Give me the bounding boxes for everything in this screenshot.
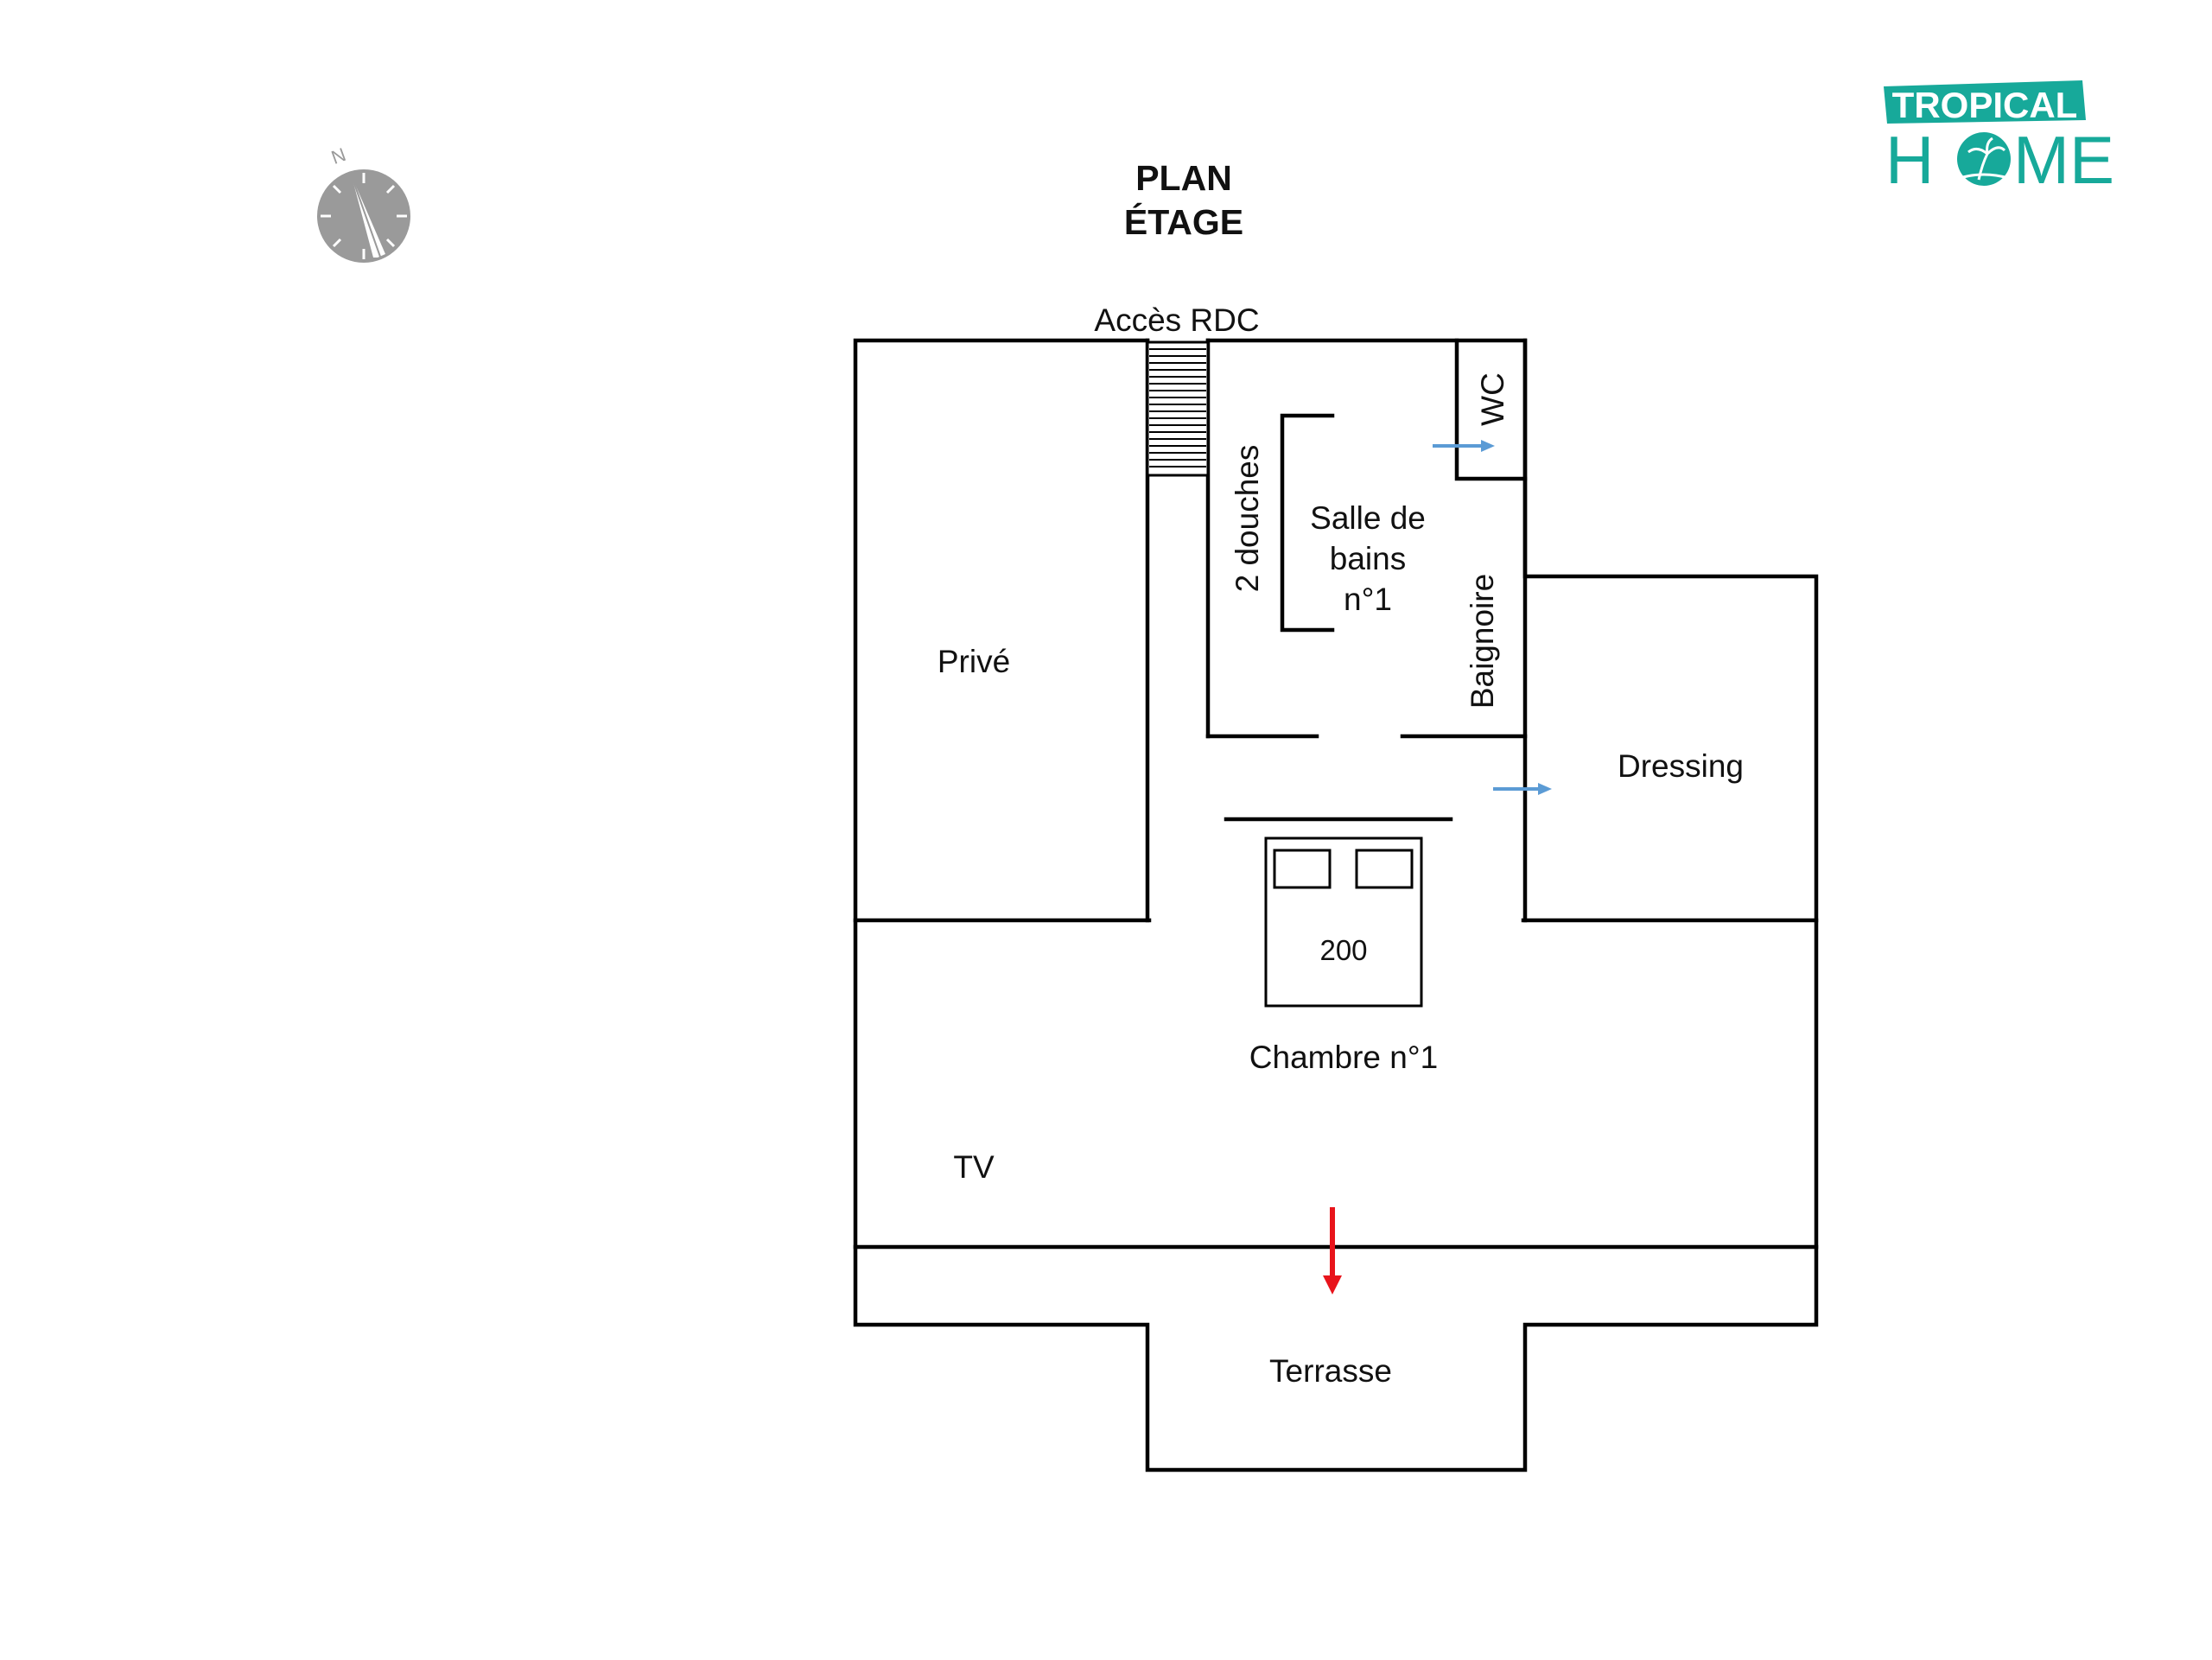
label-dressing: Dressing (1618, 748, 1744, 784)
tropical-home-logo: TROPICAL H ME (1884, 80, 2114, 198)
label-prive: Privé (938, 644, 1010, 679)
label-salle-de-bains-line3: n°1 (1344, 582, 1392, 617)
logo-word-tropical: TROPICAL (1892, 85, 2078, 125)
walls (853, 338, 1819, 1472)
compass-icon (317, 169, 410, 263)
label-terrasse: Terrasse (1269, 1353, 1392, 1389)
logo-word-me: ME (2013, 122, 2114, 198)
exit-arrow-terrace (1323, 1207, 1342, 1294)
label-salle-de-bains-line2: bains (1330, 541, 1406, 576)
bed-size-label: 200 (1319, 934, 1367, 966)
bed (1264, 836, 1423, 1008)
label-acces-rdc: Accès RDC (1094, 302, 1259, 338)
label-wc: WC (1475, 372, 1510, 426)
door-arrow-dressing (1493, 783, 1552, 795)
palm-tree-icon (1957, 132, 2011, 186)
plan-title-line1: PLAN (1135, 158, 1232, 198)
plan-title-line2: ÉTAGE (1124, 202, 1243, 242)
staircase (1146, 340, 1210, 477)
label-2-douches: 2 douches (1230, 445, 1265, 593)
label-chambre-1: Chambre n°1 (1249, 1040, 1438, 1075)
label-baignoire: Baignoire (1465, 574, 1500, 709)
label-tv: TV (953, 1149, 995, 1185)
door-arrow-wc (1433, 440, 1495, 452)
compass-north-letter: N (328, 143, 348, 169)
logo-word-h: H (1885, 122, 1934, 198)
label-salle-de-bains-line1: Salle de (1310, 500, 1426, 536)
